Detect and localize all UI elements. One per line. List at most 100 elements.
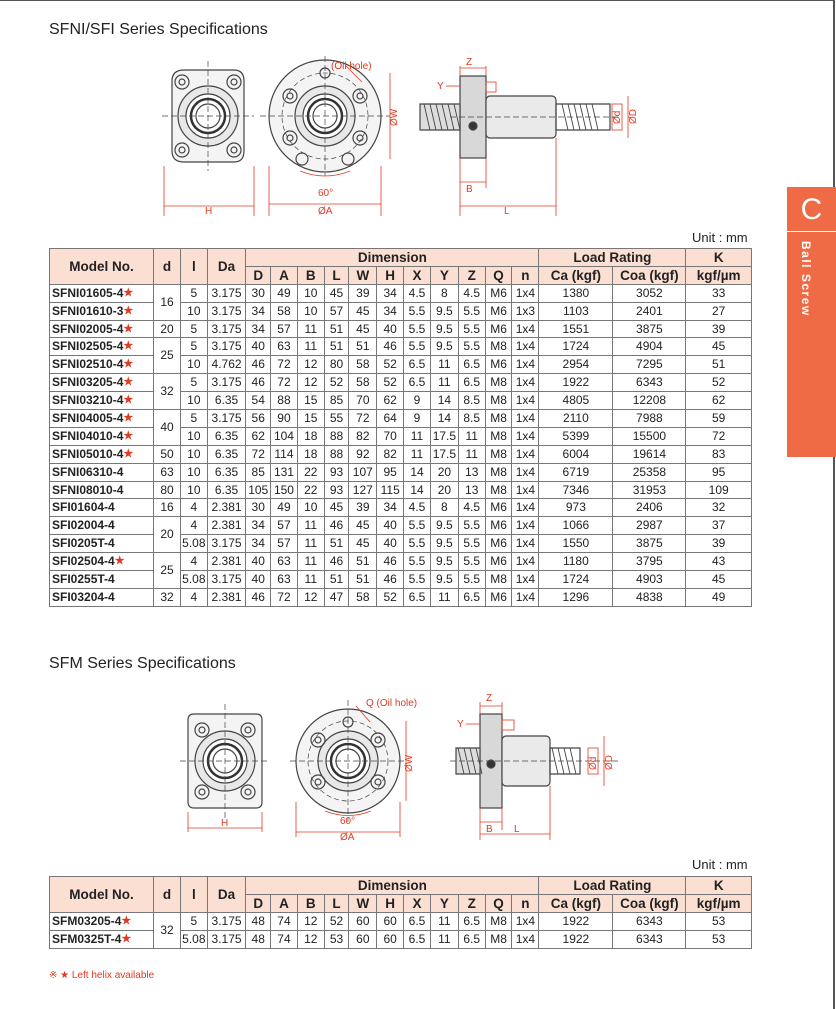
unit-label-1: Unit : mm: [692, 230, 748, 245]
y-label: Y: [437, 81, 444, 92]
dim-cell-z: 13: [457, 462, 486, 482]
coa-cell: 3052: [612, 283, 687, 303]
dim-cell-n: 1x4: [511, 409, 540, 428]
dim-cell-x: 14: [403, 480, 431, 500]
dim-cell-n: 1x4: [511, 552, 540, 572]
dim-cell-d: 56: [245, 409, 272, 428]
dim-cell-w: 60: [348, 911, 378, 931]
dim-cell-a: 88: [270, 391, 298, 411]
dim-cell-n: 1x4: [511, 319, 540, 339]
header-dim-y: Y: [429, 265, 459, 285]
model-cell: SFNI03210-4★: [48, 391, 155, 411]
dim-cell-z: 13: [457, 480, 486, 500]
ca-cell: 1180: [538, 552, 614, 572]
dim-cell-q: M8: [484, 480, 513, 500]
ca-cell: 7346: [538, 480, 614, 500]
header-k-unit-2: kgf/µm: [685, 893, 752, 913]
lead-cell: 4: [179, 516, 208, 536]
da-cell: 4.762: [206, 355, 247, 375]
ca-cell: 6719: [538, 462, 614, 482]
dim-cell-h: 34: [376, 498, 405, 518]
dim-cell-a: 114: [270, 444, 298, 464]
model-number: SFI02004-4: [52, 518, 115, 533]
k-cell: 52: [685, 373, 752, 393]
dim-cell-l: 51: [323, 534, 350, 554]
d-label: ØD: [628, 109, 639, 124]
dim-cell-z: 5.5: [457, 570, 486, 589]
d-cell: 32: [153, 911, 181, 949]
dim-cell-h: 52: [376, 355, 405, 375]
section-tab[interactable]: C Ball Screw: [787, 187, 836, 457]
dim-cell-b: 18: [296, 444, 325, 464]
coa-cell: 7295: [612, 355, 687, 375]
dim-cell-d: 40: [245, 337, 272, 357]
dim-cell-n: 1x4: [511, 911, 540, 931]
dim-cell-a: 90: [270, 409, 298, 428]
dim-cell-q: M6: [484, 355, 513, 375]
oil-hole-label-2: Q (Oil hole): [366, 698, 417, 709]
dim-cell-b: 11: [296, 552, 325, 572]
dim-cell-y: 9.5: [429, 552, 459, 572]
dim-cell-b: 12: [296, 355, 325, 375]
dim-cell-h: 62: [376, 391, 405, 411]
left-helix-star-icon: ★: [123, 286, 134, 299]
dim-cell-a: 49: [270, 498, 298, 518]
dim-cell-x: 5.5: [403, 301, 431, 321]
k-cell: 51: [685, 355, 752, 375]
dim-cell-l: 80: [323, 355, 350, 375]
left-helix-star-icon: ★: [123, 340, 134, 353]
da-cell: 3.175: [206, 373, 247, 393]
header-l-2: l: [179, 876, 208, 913]
lead-cell: 5: [179, 373, 208, 393]
coa-cell: 4838: [612, 587, 687, 607]
dim-cell-l: 85: [323, 391, 350, 411]
dim-cell-a: 72: [270, 373, 298, 393]
dim-cell-z: 6.5: [457, 373, 486, 393]
dim-cell-a: 72: [270, 587, 298, 607]
lead-cell: 5: [179, 319, 208, 339]
dim-cell-q: M6: [484, 301, 513, 321]
dim-cell-y: 8: [429, 283, 459, 303]
left-helix-footnote: ※ ★ Left helix available: [49, 970, 155, 981]
model-number: SFM03205-4: [52, 913, 122, 928]
model-number: SFM0325T-4: [52, 931, 122, 946]
da-cell: 3.175: [206, 929, 247, 949]
dim-cell-x: 6.5: [403, 373, 431, 393]
dim-cell-h: 60: [376, 929, 405, 949]
model-cell: SFNI02510-4★: [48, 355, 155, 375]
dim-cell-y: 14: [429, 409, 459, 428]
dim-cell-q: M8: [484, 426, 513, 446]
l-label: L: [504, 206, 510, 216]
k-cell: 45: [685, 337, 752, 357]
dim-cell-h: 70: [376, 426, 405, 446]
lead-cell: 5.08: [179, 929, 208, 949]
dim-cell-w: 70: [348, 391, 378, 411]
dim-cell-w: 39: [348, 283, 378, 303]
header-dimension-2: Dimension: [245, 876, 540, 895]
dim-cell-b: 18: [296, 426, 325, 446]
dim-cell-w: 39: [348, 498, 378, 518]
da-cell: 3.175: [206, 319, 247, 339]
dim-cell-h: 82: [376, 444, 405, 464]
header-model: Model No.: [48, 248, 155, 285]
dim-cell-a: 74: [270, 911, 298, 931]
dim-cell-w: 45: [348, 516, 378, 536]
dim-cell-n: 1x3: [511, 301, 540, 321]
top-border: [0, 0, 834, 1]
ca-cell: 1103: [538, 301, 614, 321]
dim-cell-q: M8: [484, 570, 513, 589]
left-helix-star-icon: ★: [123, 447, 134, 460]
dim-cell-z: 8.5: [457, 391, 486, 411]
dim-cell-l: 47: [323, 587, 350, 607]
coa-cell: 6343: [612, 929, 687, 949]
k-cell: 37: [685, 516, 752, 536]
k-cell: 53: [685, 911, 752, 931]
ca-cell: 1550: [538, 534, 614, 554]
coa-cell: 2401: [612, 301, 687, 321]
ca-cell: 4805: [538, 391, 614, 411]
dim-cell-d: 30: [245, 498, 272, 518]
